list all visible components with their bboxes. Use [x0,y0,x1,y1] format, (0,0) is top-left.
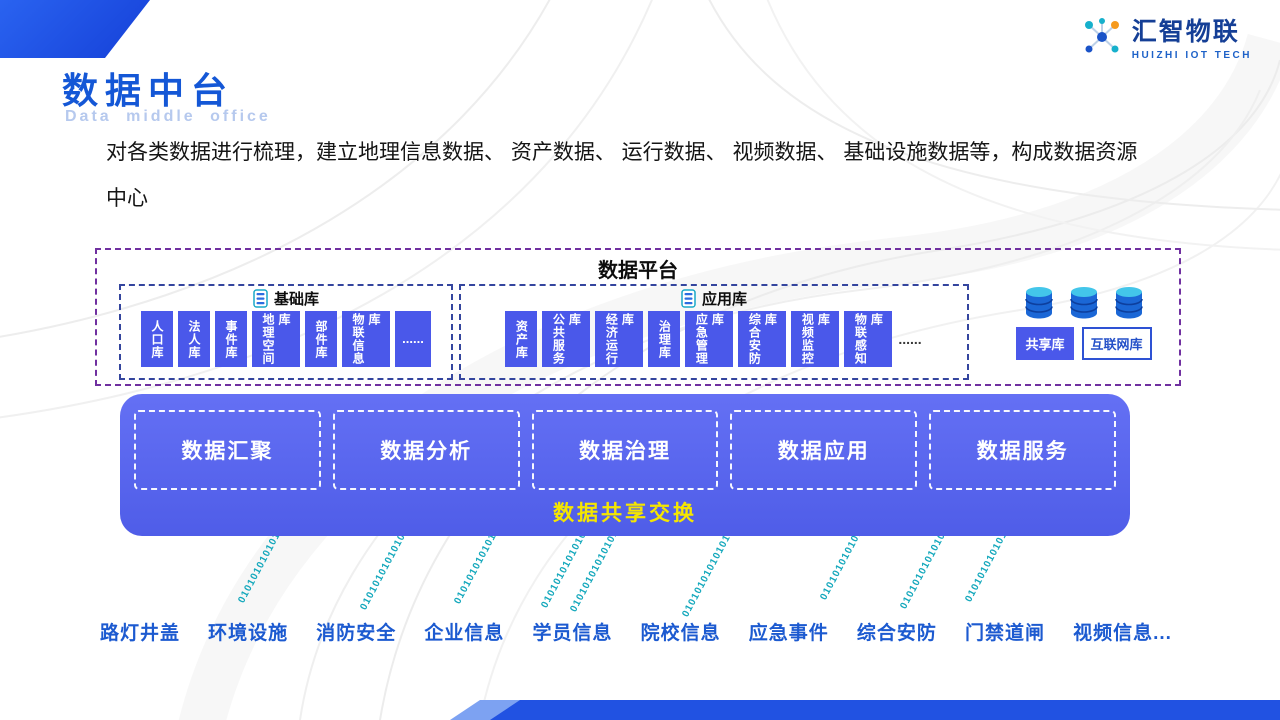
share-library-box: 共享库 [1016,327,1074,360]
scenario-label: 路灯井盖 [100,623,181,644]
scenario-label: 院校信息 [640,623,721,644]
logo-name: 汇智物联 [1131,18,1240,46]
scenario-label-row: 路灯井盖 环境设施 消防安全 企业信息 学员信息 院校信息 应急事件 综合安防 … [100,618,1172,645]
application-library-items: 资产库 公共服务库 经济运行库 治理库 应急管理库 综合安防库 视频监控库 物联… [461,311,967,367]
scenario-label: 环境设施 [208,623,289,644]
scenario-label: 企业信息 [424,623,505,644]
library-box: 地理空间库 [252,311,300,367]
basic-library-items: 人口库 法人库 事件库 地理空间库 部件库 物联信息库 ...... [121,311,451,367]
basic-library-label: 基础库 [273,291,319,308]
database-icon [681,289,696,308]
scenario-label: 应急事件 [748,623,829,644]
module-box: 数据治理 [531,410,719,490]
platform-title: 数据平台 [598,260,678,282]
library-box: 事件库 [215,311,247,367]
bottom-right-band [490,700,1280,720]
application-library-label: 应用库 [701,291,747,308]
library-box: 公共服务库 [542,311,591,367]
scenario-label: 综合安防 [856,623,937,644]
database-cylinder-icon [1115,287,1143,319]
module-row: 数据汇聚 数据分析 数据治理 数据应用 数据服务 [120,394,1130,490]
library-box: 资产库 [505,311,538,367]
internet-library-box: 互联网库 [1081,327,1152,360]
module-box: 数据分析 [332,410,520,490]
data-middle-layer-panel: 数据汇聚 数据分析 数据治理 数据应用 数据服务 数据共享交换 [120,394,1130,536]
database-icon [253,289,268,308]
library-box: 治理库 [648,311,681,367]
page-subtitle: Data middle office [65,108,271,125]
library-box: 物联信息库 [342,311,390,367]
network-nodes-icon [1084,17,1119,52]
logo-text: 汇智物联 HUIZHI IOT TECH [1132,12,1252,61]
library-box: 经济运行库 [595,311,644,367]
database-cylinders [1003,286,1165,320]
intro-text: 对各类数据进行梳理，建立地理信息数据、 资产数据、 运行数据、 视频数据、 基础… [106,141,1138,210]
data-platform-panel: 数据平台 基础库 人口库 法人库 事件库 地理空间库 部件库 物联信息库 ...… [95,248,1181,386]
module-box: 数据服务 [929,410,1116,490]
application-library-group: 应用库 资产库 公共服务库 经济运行库 治理库 应急管理库 综合安防库 视频监控… [459,284,969,380]
library-box: 人口库 [141,311,173,367]
basic-library-group: 基础库 人口库 法人库 事件库 地理空间库 部件库 物联信息库 ...... [119,284,453,380]
library-box-more: ...... [395,311,431,367]
basic-library-header: 基础库 [121,288,451,309]
share-boxes: 共享库 互联网库 [1003,327,1165,360]
share-library-group: 共享库 互联网库 [1003,286,1165,360]
library-box: 视频监控库 [791,311,840,367]
scenario-label: 视频信息... [1073,623,1172,644]
database-cylinder-icon [1070,287,1098,319]
database-cylinder-icon [1025,287,1053,319]
library-box: 部件库 [305,311,337,367]
data-exchange-label: 数据共享交换 [553,502,697,525]
page-title: 数据中台 [62,70,235,111]
library-box: 法人库 [178,311,210,367]
logo-subtitle: HUIZHI IOT TECH [1131,50,1252,61]
application-library-header: 应用库 [461,288,967,309]
module-box: 数据应用 [730,410,918,490]
top-left-accent-shape [0,0,150,58]
module-box: 数据汇聚 [134,410,321,490]
library-box: 物联感知库 [844,311,893,367]
scenario-label: 门禁道闸 [965,623,1046,644]
library-box: 综合安防库 [738,311,787,367]
logo: 汇智物联 HUIZHI IOT TECH [1080,12,1252,61]
library-box: 应急管理库 [685,311,734,367]
scenario-label: 学员信息 [532,623,613,644]
library-more-text: ...... [898,331,922,347]
scenario-label: 消防安全 [316,623,397,644]
